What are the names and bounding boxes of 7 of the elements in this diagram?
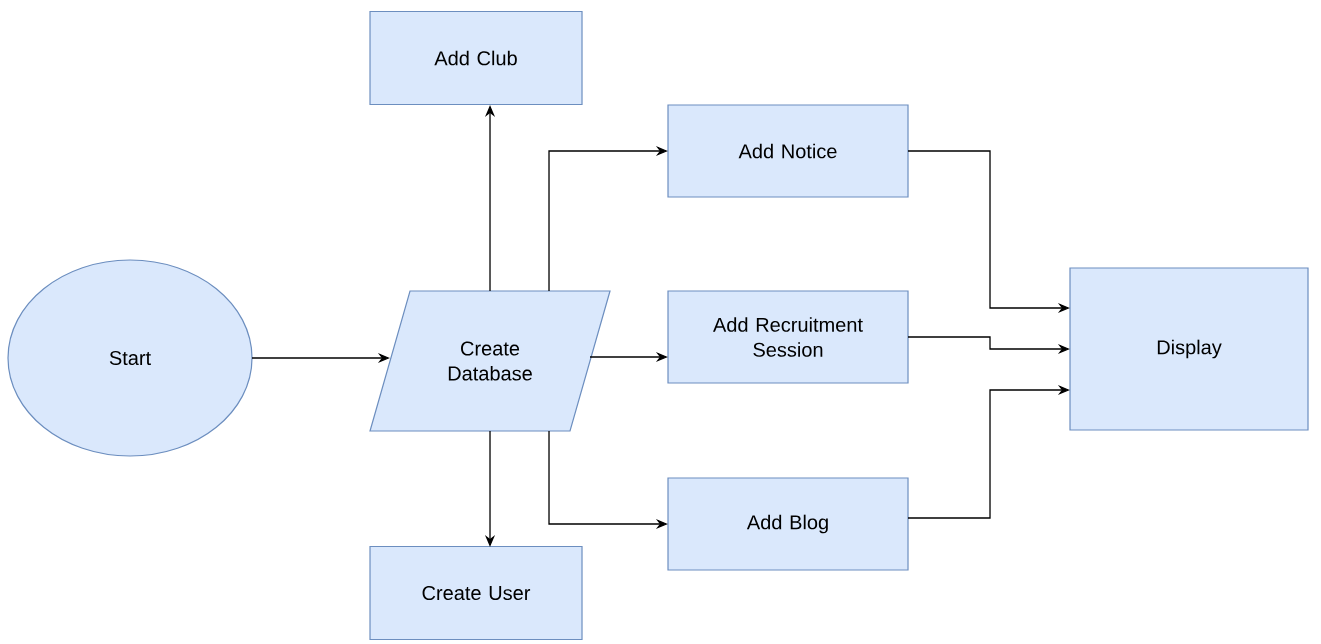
data-parallelogram: Create Database (369, 290, 611, 432)
process-box: Add Blog (667, 477, 909, 571)
process-box: Display (1069, 267, 1309, 431)
process-box: Add Club (369, 10, 583, 106)
process-box: Create User (369, 545, 583, 641)
process-box: Add Recruitment Session (667, 290, 909, 384)
process-box: Add Notice (667, 104, 909, 198)
